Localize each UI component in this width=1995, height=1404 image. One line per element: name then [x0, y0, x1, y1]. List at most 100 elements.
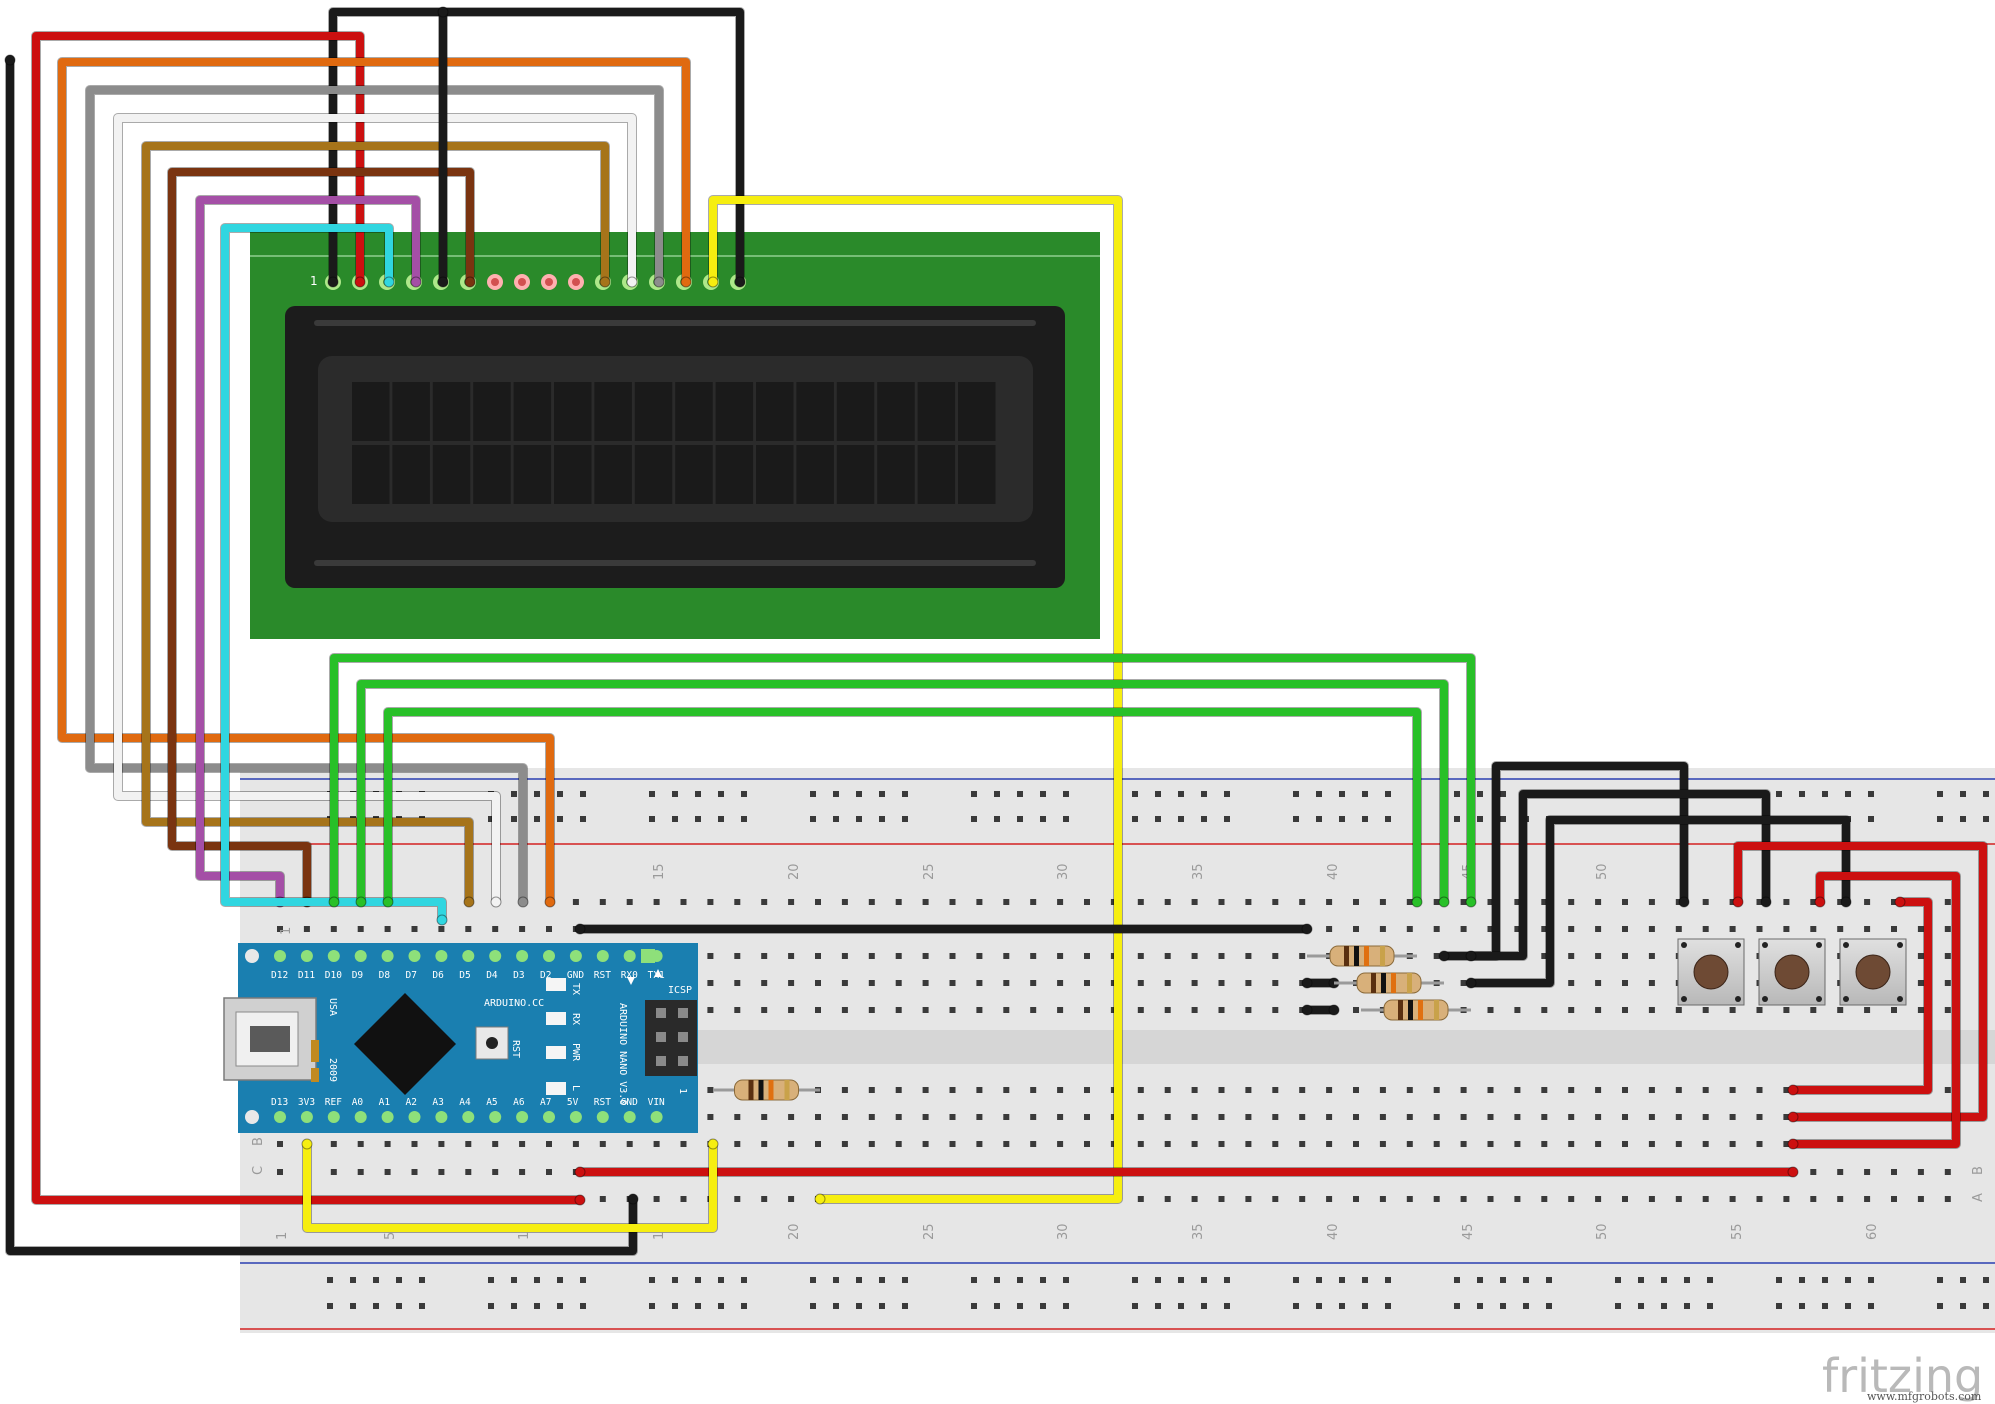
rail-hole [1661, 1277, 1667, 1283]
lcd-cell [675, 382, 713, 441]
breadboard-hole [707, 899, 714, 905]
nano-pin-bottom [650, 1111, 663, 1123]
breadboard-hole [815, 899, 821, 905]
breadboard-hole [1568, 980, 1575, 986]
wire-green-d8-end [1411, 896, 1423, 908]
rail-hole [580, 1277, 586, 1283]
nano-pin-top [516, 950, 529, 962]
breadboard-hole [1460, 926, 1467, 932]
rail-hole [327, 1303, 333, 1309]
breadboard-hole [330, 926, 337, 932]
lcd-cell [392, 445, 430, 504]
nano-pin-label-top: D3 [513, 970, 524, 981]
breadboard-hole [1057, 899, 1064, 905]
rail-hole [1799, 791, 1805, 797]
rail-hole [1615, 1303, 1621, 1309]
rail-hole [649, 791, 655, 797]
nano-pin-label-top: D4 [486, 970, 498, 981]
rail-hole [1477, 816, 1483, 822]
rail-hole [1822, 791, 1828, 797]
rail-hole [833, 1277, 839, 1283]
breadboard-hole [1379, 1114, 1386, 1120]
rail-hole [1983, 1277, 1989, 1283]
nano-pin-top [569, 950, 582, 962]
lcd-cell [836, 382, 875, 441]
breadboard-hole [788, 980, 795, 986]
breadboard-hole [1164, 953, 1171, 959]
breadboard-hole [949, 899, 956, 905]
rail-hole [557, 816, 563, 822]
nano-pin-square [641, 949, 655, 963]
breadboard-hole [1891, 899, 1897, 905]
breadboard-hole [1568, 953, 1575, 959]
nano-pins: D12D13D113V3D10REFD9A0D8A1D7A2D6A3D5A4D4… [245, 949, 665, 1124]
breadboard-hole [734, 1196, 741, 1202]
breadboard-hole [1433, 1114, 1440, 1120]
led-l-label: L [570, 1085, 581, 1091]
rail-hole [1385, 1303, 1391, 1309]
rail-hole [1362, 1303, 1368, 1309]
resistor-2-band [1391, 973, 1396, 993]
led-pwr [546, 1046, 566, 1059]
breadboard-hole [1622, 899, 1628, 905]
rail-hole [1385, 1277, 1391, 1283]
breadboard-hole [1595, 899, 1602, 905]
breadboard-hole [1837, 1169, 1844, 1175]
breadboard-hole [1541, 1141, 1548, 1147]
nano-pin-label-bottom: RST [594, 1097, 611, 1108]
lcd-cell [715, 445, 754, 504]
rail-hole [856, 1277, 862, 1283]
breadboard-hole [1595, 1007, 1602, 1013]
rail-hole [350, 1303, 356, 1309]
breadboard-hole [1460, 1141, 1467, 1147]
breadboard-hole [277, 1141, 283, 1147]
breadboard-hole [277, 926, 283, 932]
breadboard-hole [1406, 1087, 1413, 1093]
breadboard-hole [1353, 1141, 1359, 1147]
rail-hole [1868, 791, 1874, 797]
resistor-1-band [1364, 946, 1369, 966]
breadboard-hole [1245, 1007, 1252, 1013]
rail-hole [1339, 791, 1345, 797]
wire-green-d10 [330, 654, 1475, 906]
rail-hole [1845, 791, 1851, 797]
breadboard-hole [1756, 1141, 1763, 1147]
site-label: ARDUINO.CC [484, 998, 544, 1009]
rail-hole [1454, 1303, 1460, 1309]
rail-hole [534, 1303, 540, 1309]
breadboard-hole [1702, 1114, 1709, 1120]
rail-hole [1960, 791, 1966, 797]
breadboard-hole [1756, 1196, 1763, 1202]
breadboard-hole [1514, 1114, 1521, 1120]
push-button-pin [1735, 996, 1741, 1002]
breadboard-hole [1137, 1141, 1144, 1147]
rail-hole [1132, 1277, 1138, 1283]
rail-hole [534, 816, 540, 822]
breadboard-hole [868, 980, 875, 986]
breadboard-hole [1353, 926, 1359, 932]
wire-yellow-5v-end [707, 1138, 719, 1150]
rail-hole [1040, 791, 1046, 797]
wire-orange-d2-end [680, 276, 692, 288]
breadboard-hole [1353, 1087, 1359, 1093]
rail-hole [419, 1277, 425, 1283]
breadboard-hole [788, 1114, 795, 1120]
wire-yellow-5v-end [301, 1138, 313, 1150]
breadboard-hole [1702, 1196, 1709, 1202]
breadboard-hole [1675, 1196, 1682, 1202]
breadboard-hole [815, 1141, 821, 1147]
breadboard-hole [465, 926, 472, 932]
rail-hole [1201, 1303, 1207, 1309]
rail-hole [1454, 791, 1460, 797]
breadboard-hole [949, 953, 956, 959]
lcd-cell [392, 382, 430, 441]
nano-pin-label-top: D12 [271, 970, 288, 981]
rail-hole [1546, 1277, 1552, 1283]
breadboard-hole [1406, 1196, 1413, 1202]
rail-hole [718, 1303, 724, 1309]
breadboard-hole [1487, 1087, 1494, 1093]
rail-hole [534, 1277, 540, 1283]
breadboard-hole [1595, 1087, 1602, 1093]
nano-pin-top [596, 950, 609, 962]
rail-hole [879, 1277, 885, 1283]
